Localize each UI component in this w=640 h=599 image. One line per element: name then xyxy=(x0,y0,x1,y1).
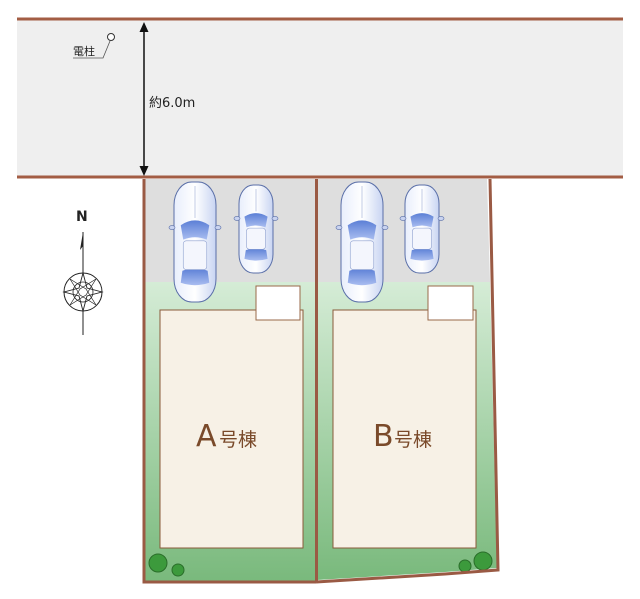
compass-star-diag2-icon xyxy=(69,278,97,306)
car-a-large xyxy=(168,181,222,303)
car-b-large xyxy=(335,181,389,303)
tree-icon xyxy=(148,553,168,573)
lot-b: B 号棟 xyxy=(317,179,497,580)
car-roof xyxy=(182,240,208,270)
compass-star-icon xyxy=(62,271,104,313)
car-roof xyxy=(349,240,375,270)
road xyxy=(17,17,623,179)
car-roof xyxy=(412,227,432,250)
house-a-suffix: 号棟 xyxy=(219,429,257,451)
house-b-suffix: 号棟 xyxy=(394,429,432,451)
arrow-down-icon xyxy=(139,166,149,176)
car-rear-window xyxy=(244,248,268,261)
car-mirror xyxy=(437,216,445,221)
house-b-letter: B xyxy=(373,419,394,454)
compass-rose-icon xyxy=(63,272,103,312)
car-mirror xyxy=(335,225,343,230)
utility-pole: 電柱 xyxy=(73,33,115,59)
north-arrow-icon xyxy=(80,232,83,250)
compass-inner-ring xyxy=(72,281,94,303)
road-width-label: 約6.0m xyxy=(149,96,195,111)
north-label: N xyxy=(76,209,88,225)
compass: N xyxy=(62,209,104,335)
shrub-icon xyxy=(171,563,185,577)
lot-a-border xyxy=(142,179,316,584)
lot-boundaries xyxy=(142,178,500,584)
house-a-letter: A xyxy=(196,419,217,454)
car-roof xyxy=(246,227,266,250)
road-surface xyxy=(17,20,623,177)
car-mirror xyxy=(233,216,241,221)
lot-a: A 号棟 xyxy=(144,179,316,582)
road-width-dimension: 約6.0m xyxy=(139,22,195,176)
car-rear-window xyxy=(347,268,377,286)
house-a xyxy=(159,309,304,549)
car-mirror xyxy=(168,225,176,230)
car-windshield xyxy=(347,220,377,240)
car-mirror xyxy=(271,216,279,221)
tree-icon xyxy=(473,551,493,571)
arrow-up-icon xyxy=(139,22,149,32)
car-a-small xyxy=(233,184,279,274)
car-b-small xyxy=(399,184,445,274)
pole-leader-line xyxy=(73,40,111,59)
porch-step-b xyxy=(430,288,471,310)
shrub-icon xyxy=(458,559,472,573)
car-rear-window xyxy=(410,248,434,261)
house-b xyxy=(332,309,477,549)
porch-step-a xyxy=(258,288,298,310)
car-mirror xyxy=(214,225,222,230)
pole-label: 電柱 xyxy=(73,44,95,58)
car-windshield xyxy=(180,220,210,240)
car-windshield xyxy=(244,213,268,228)
car-mirror xyxy=(399,216,407,221)
parking-area-a xyxy=(144,179,316,282)
pole-icon xyxy=(107,33,115,41)
car-mirror xyxy=(381,225,389,230)
car-windshield xyxy=(410,213,434,228)
car-rear-window xyxy=(180,268,210,286)
lot-b-border xyxy=(315,178,500,584)
compass-star-diag-icon xyxy=(69,278,97,306)
